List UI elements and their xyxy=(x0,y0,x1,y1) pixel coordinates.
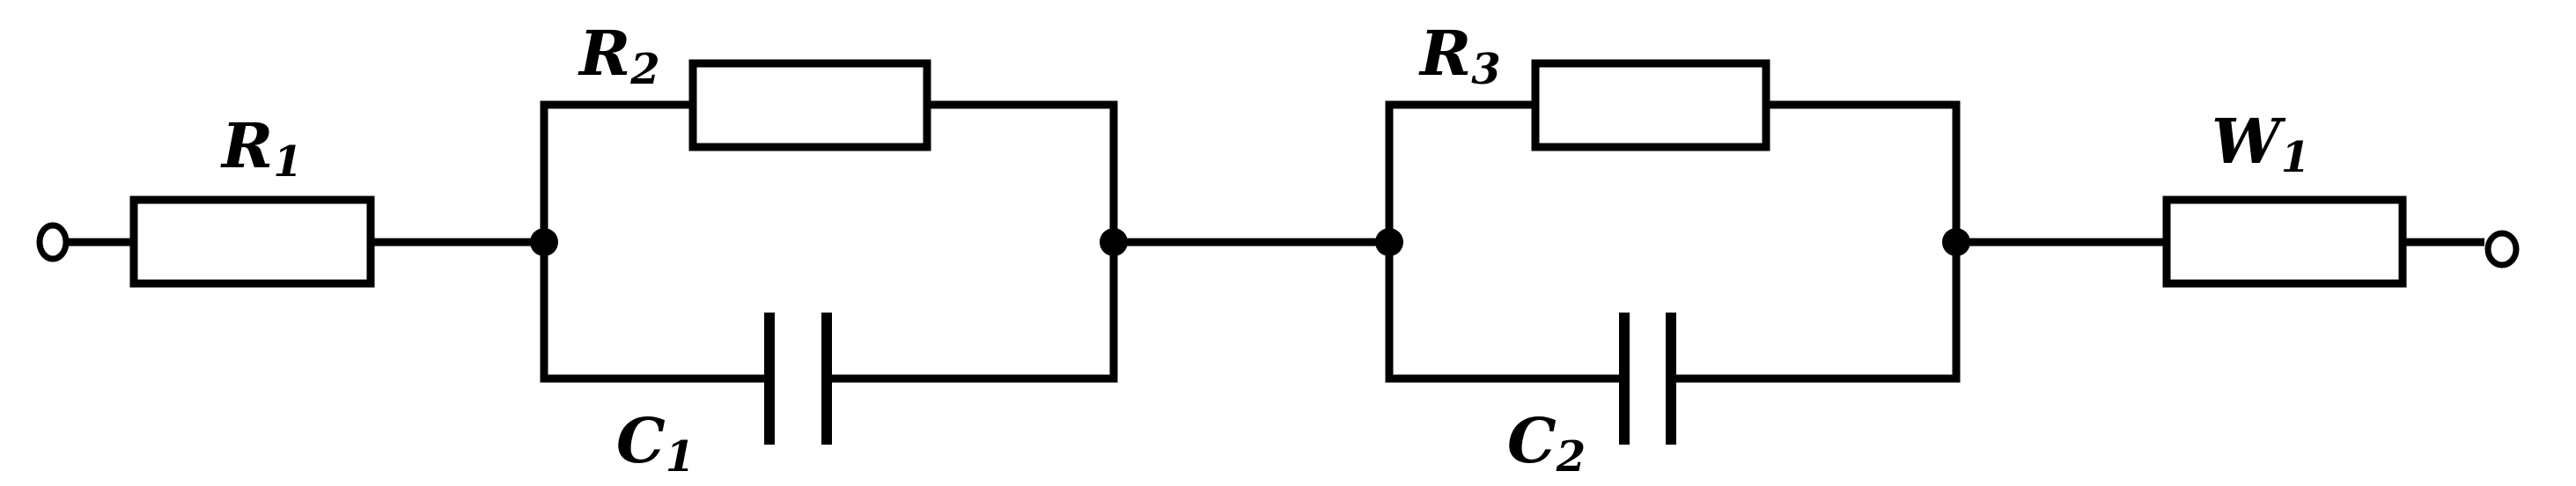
resistor-r2 xyxy=(688,59,931,151)
wire-r2-branch-right xyxy=(931,100,1118,242)
label-w1: W1 xyxy=(2212,105,2310,182)
wire-r2-branch-left xyxy=(540,100,689,242)
wire-c1-branch-left xyxy=(540,242,764,383)
terminal-input xyxy=(36,222,70,262)
wire-r3-branch-left xyxy=(1385,100,1532,242)
capacitor-c2 xyxy=(1619,313,1676,445)
wire-r3-branch-right xyxy=(1770,100,1961,242)
parallel-block-r3-c2 xyxy=(1385,100,1961,383)
label-r3: R3 xyxy=(1418,17,1501,94)
resistor-r1 xyxy=(129,195,375,288)
junction-node-3 xyxy=(1375,228,1403,256)
wire-c1-branch-right xyxy=(832,242,1118,383)
label-c2: C2 xyxy=(1507,404,1586,482)
terminal-output xyxy=(2484,230,2520,269)
parallel-block-r2-c1 xyxy=(540,100,1118,383)
junction-node-1 xyxy=(530,228,558,256)
resistor-r3 xyxy=(1531,59,1770,151)
label-r1: R1 xyxy=(220,109,303,187)
junction-node-4 xyxy=(1942,228,1970,256)
junction-node-2 xyxy=(1100,228,1128,256)
wire-c2-branch-left xyxy=(1385,242,1619,383)
label-r2: R2 xyxy=(578,17,660,94)
wire-c2-branch-right xyxy=(1676,242,1961,383)
warburg-element-w1 xyxy=(2162,195,2407,288)
capacitor-c1 xyxy=(764,313,832,445)
label-c1: C1 xyxy=(616,404,695,482)
